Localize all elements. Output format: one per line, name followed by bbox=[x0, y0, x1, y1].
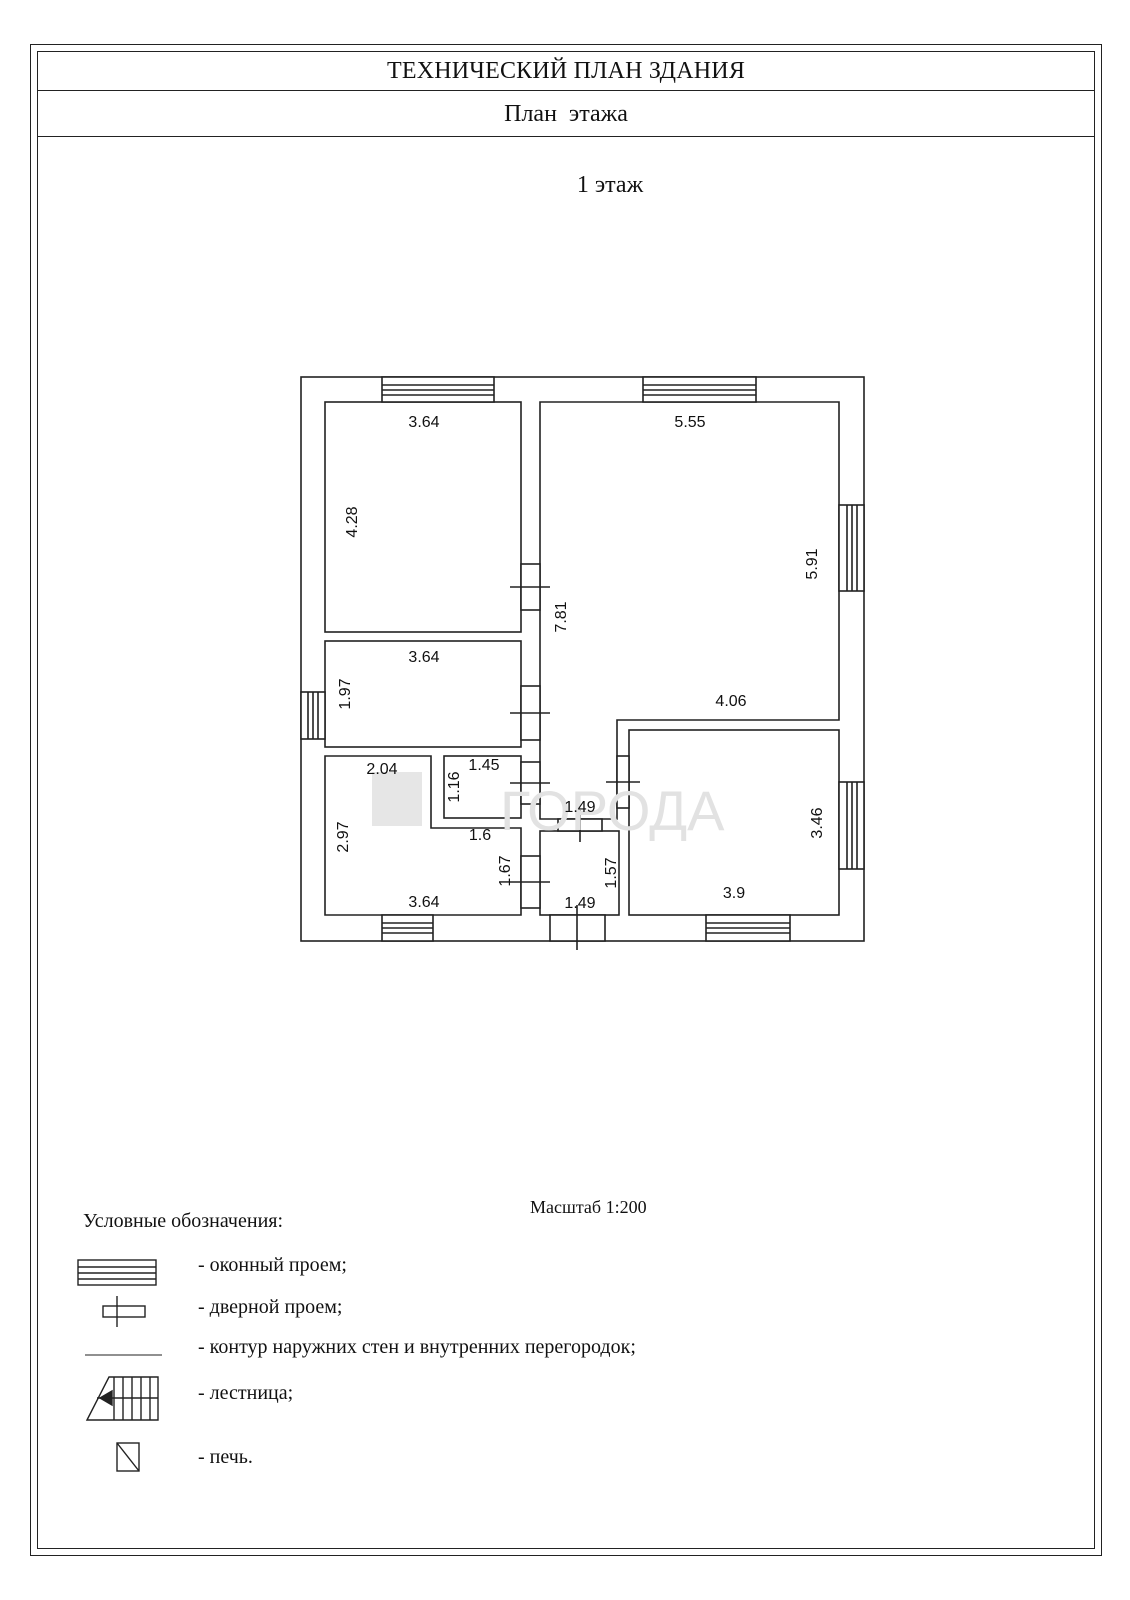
door-opening-icon bbox=[102, 1296, 146, 1327]
window-opening-north-east bbox=[642, 376, 757, 403]
dim-room-sw-height: 2.97 bbox=[335, 821, 352, 852]
dim-room-mid-width: 3.64 bbox=[408, 649, 439, 666]
dim-room-large-bottom: 4.06 bbox=[715, 693, 746, 710]
window-opening-south-west bbox=[381, 914, 434, 942]
door-opening-corridor-2 bbox=[510, 685, 550, 741]
door-opening-southeast-room bbox=[606, 755, 640, 809]
window-opening-west bbox=[300, 691, 326, 740]
dim-small-room-bottom: 1.6 bbox=[469, 827, 491, 844]
dim-corridor-length: 7.81 bbox=[553, 601, 570, 632]
dim-room-nw-height: 4.28 bbox=[344, 506, 361, 537]
window-opening-north-west bbox=[381, 376, 495, 403]
door-opening-vestibule bbox=[557, 810, 603, 842]
dim-small-room-height: 1.16 bbox=[446, 771, 463, 802]
window-opening-east-lower bbox=[838, 781, 865, 870]
document-subtitle: План этажа bbox=[37, 91, 1095, 137]
dim-vestibule-width: 1.49 bbox=[564, 895, 595, 912]
floor-label: 1 этаж bbox=[576, 172, 644, 198]
legend-label-door: - дверной проем; bbox=[198, 1296, 343, 1318]
dim-room-large-height: 5.91 bbox=[804, 548, 821, 579]
staircase-icon bbox=[85, 1376, 159, 1421]
dim-hall-width: 1.49 bbox=[564, 799, 595, 816]
dimension-labels: 3.64 4.28 5.55 5.91 7.81 3.64 1.97 4.06 … bbox=[335, 414, 826, 912]
document-title: ТЕХНИЧЕСКИЙ ПЛАН ЗДАНИЯ bbox=[37, 51, 1095, 91]
dim-room-sw-width: 3.64 bbox=[408, 894, 439, 911]
room-southwest bbox=[324, 755, 522, 916]
dim-small-room-width: 1.45 bbox=[468, 757, 499, 774]
dim-room-se-width: 3.9 bbox=[723, 885, 745, 902]
window-opening-south-east bbox=[705, 914, 791, 942]
door-opening-corridor-1 bbox=[510, 563, 550, 611]
inner-frame bbox=[37, 51, 1095, 1549]
dim-room-sw-top: 2.04 bbox=[366, 761, 397, 778]
door-opening-entrance bbox=[549, 905, 606, 950]
watermark: ГОРОДА bbox=[372, 772, 725, 842]
watermark-logo-icon bbox=[372, 772, 422, 826]
dim-vestibule-height: 1.57 bbox=[603, 857, 620, 888]
door-opening-corridor-4 bbox=[510, 855, 550, 909]
watermark-text: ГОРОДА bbox=[500, 779, 725, 842]
dim-room-se-height: 3.46 bbox=[809, 807, 826, 838]
dim-room-mid-height: 1.97 bbox=[337, 678, 354, 709]
scale-label: Масштаб 1:200 bbox=[530, 1197, 647, 1217]
legend-label-window: - оконный проем; bbox=[198, 1254, 347, 1276]
window-opening-east-upper bbox=[838, 504, 865, 592]
room-large-living bbox=[539, 401, 840, 820]
outer-frame bbox=[30, 44, 1102, 1556]
legend-label-wall-contour: - контур наружних стен и внутренних пере… bbox=[198, 1336, 636, 1358]
dim-room-nw-width: 3.64 bbox=[408, 414, 439, 431]
legend-label-staircase: - лестница; bbox=[198, 1382, 294, 1404]
stove-icon bbox=[116, 1442, 140, 1472]
door-opening-corridor-3 bbox=[510, 761, 550, 805]
window-opening-icon bbox=[77, 1259, 157, 1286]
dim-room-large-width: 5.55 bbox=[674, 414, 705, 431]
legend-label-stove: - печь. bbox=[198, 1446, 253, 1468]
legend-title: Условные обозначения: bbox=[83, 1210, 284, 1232]
dim-room-sw-door-side: 1.67 bbox=[497, 855, 514, 886]
